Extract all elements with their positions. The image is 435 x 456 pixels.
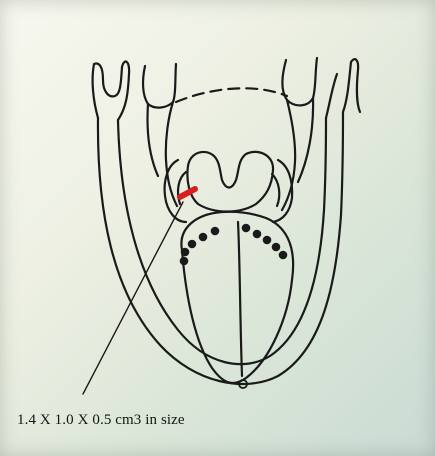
papilla	[180, 257, 189, 266]
tongue-median-groove	[238, 222, 242, 376]
papilla	[181, 248, 190, 257]
right-tonsil-inner	[272, 174, 279, 206]
papilla	[272, 243, 281, 252]
papilla	[242, 224, 251, 233]
left-inner-loop	[143, 64, 176, 108]
papilla	[279, 251, 288, 260]
tongue	[181, 212, 293, 383]
papilla	[253, 230, 262, 239]
dashed-palate-arc	[176, 88, 287, 102]
leader-line	[83, 202, 183, 394]
right-inner-loop-stem	[298, 98, 313, 182]
papilla	[188, 240, 197, 249]
papilla	[199, 233, 208, 242]
left-tonsil	[165, 160, 186, 222]
outer-arch	[98, 112, 343, 384]
right-outer-loop	[343, 59, 360, 112]
papillae-left	[180, 227, 220, 266]
size-annotation: 1.4 X 1.0 X 0.5 cm3 in size	[17, 411, 185, 429]
left-palatal-arch	[166, 102, 177, 206]
right-outer-loop-inner	[326, 74, 337, 118]
left-outer-loop	[93, 62, 130, 120]
uvula	[187, 152, 273, 212]
left-inner-loop-stem	[147, 104, 158, 176]
papilla	[211, 227, 220, 236]
right-inner-loop	[282, 58, 317, 105]
papilla	[263, 236, 272, 245]
